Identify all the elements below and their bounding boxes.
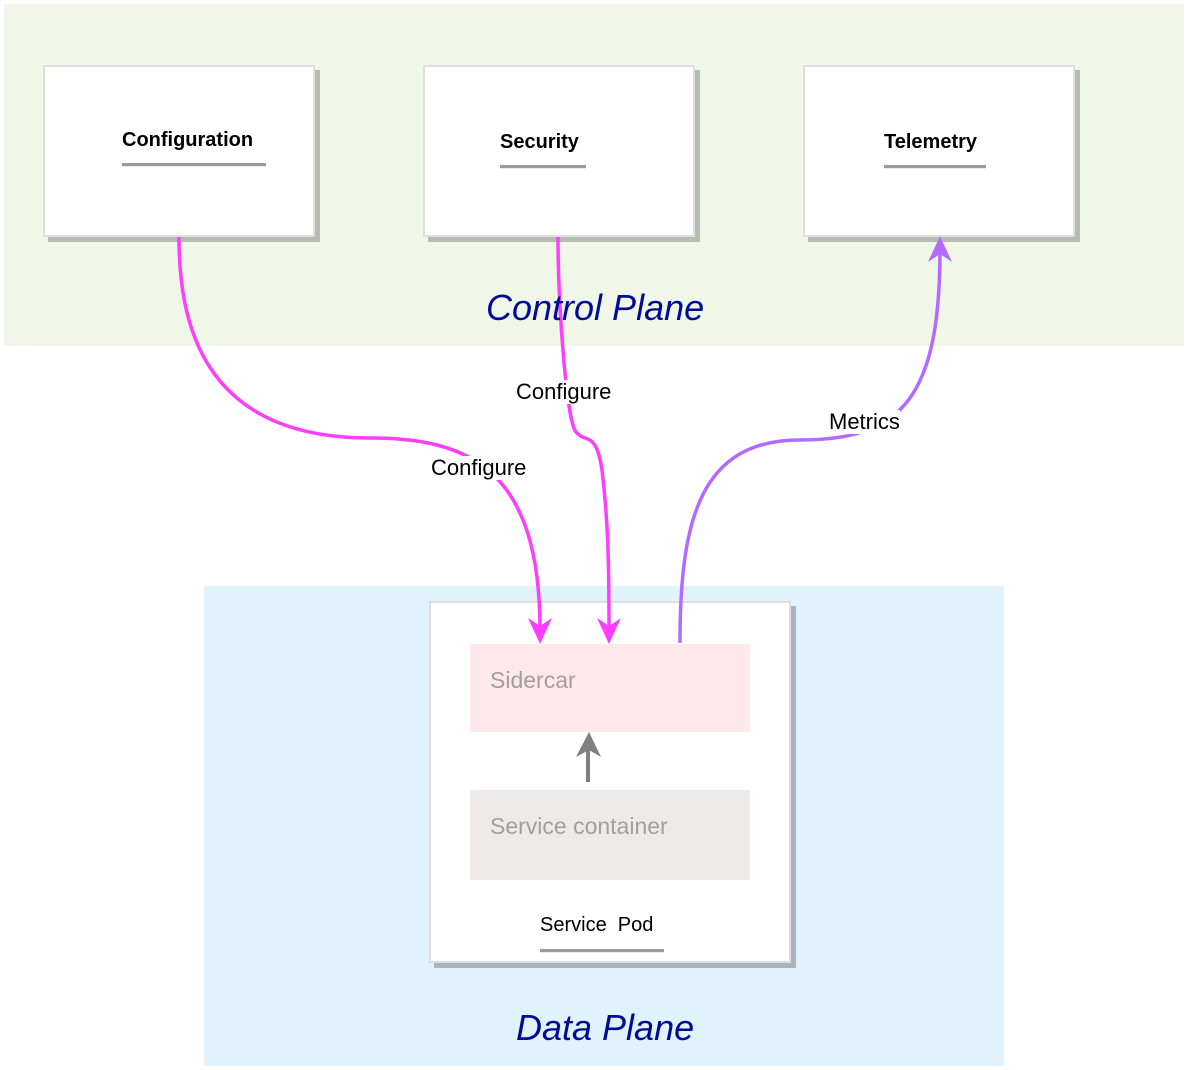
telemetry-title: Telemetry	[884, 131, 978, 153]
security-component[interactable]: Security	[423, 65, 695, 237]
sidecar-label: Sidercar	[490, 667, 576, 693]
data-plane-label: Data Plane	[516, 1007, 695, 1048]
configuration-underline	[122, 163, 266, 167]
security-underline	[500, 165, 586, 169]
edge-sidecar-to-telemetry[interactable]	[678, 249, 942, 644]
service-container-box[interactable]: Service container	[470, 790, 750, 880]
arrowhead-sidecar-to-telemetry	[928, 236, 952, 262]
security-title: Security	[500, 131, 579, 153]
edge-security-to-sidecar[interactable]	[556, 236, 611, 631]
control-plane-label: Control Plane	[486, 287, 705, 328]
arrowhead-service-container-to-sidecar	[576, 732, 601, 757]
service-pod-label: Service Pod	[540, 914, 654, 936]
service-container-label: Service container	[490, 813, 668, 839]
sidecar-box[interactable]: Sidercar	[470, 644, 750, 732]
telemetry-component[interactable]: Telemetry	[803, 65, 1075, 237]
edge-label-configuration: Configure	[431, 455, 527, 480]
edge-configuration-to-sidecar[interactable]	[177, 236, 542, 631]
service-pod-underline	[540, 949, 664, 953]
edge-label-metrics: Metrics	[829, 409, 900, 434]
configuration-component[interactable]: Configuration	[43, 65, 315, 237]
arrowhead-security-to-sidecar	[597, 618, 621, 644]
service-pod[interactable]: Sidercar Service container Service Pod	[429, 601, 791, 963]
edge-label-security: Configure	[516, 379, 612, 404]
arrowhead-configuration-to-sidecar	[528, 618, 552, 644]
telemetry-underline	[884, 165, 986, 169]
configuration-title: Configuration	[122, 129, 254, 151]
